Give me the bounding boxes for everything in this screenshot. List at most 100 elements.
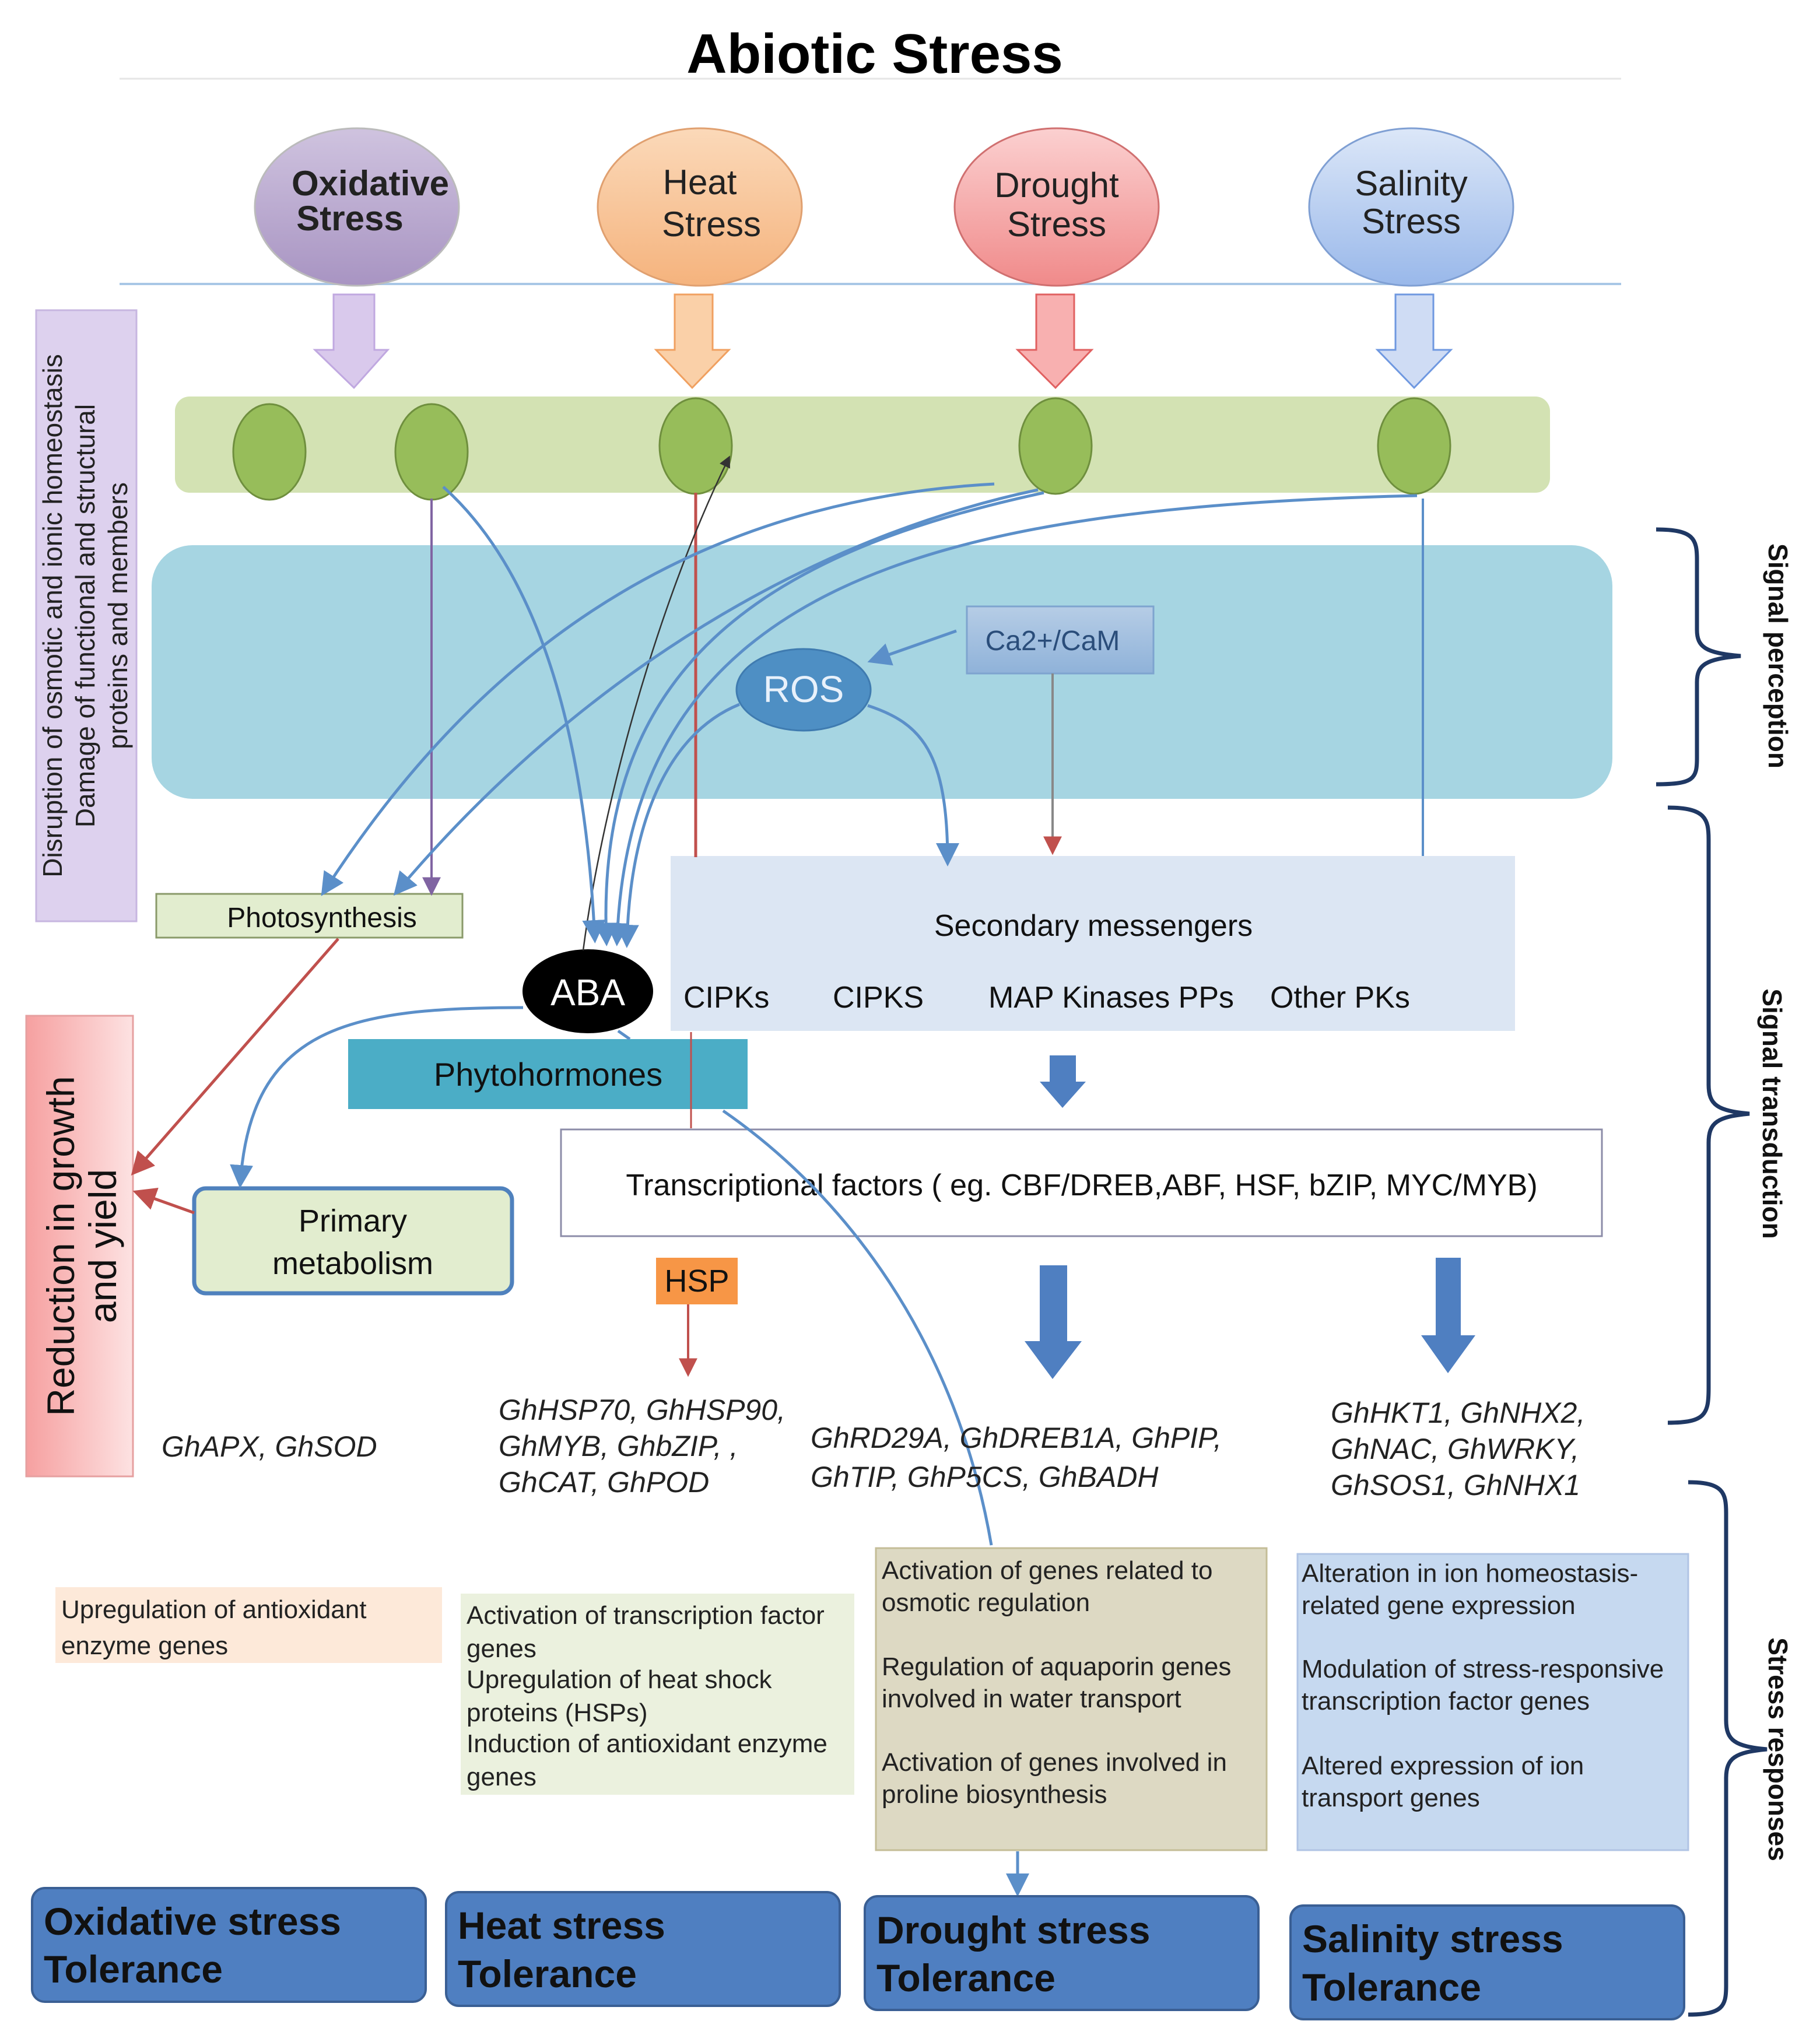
aba-to-metabolism-blue [230,1006,524,1188]
transcription-factors-label: Transcriptional factors ( eg. CBF/DREB,A… [626,1169,1537,1202]
drought-to-photosynthesis-blue [321,482,995,896]
svg-text:osmotic regulation: osmotic regulation [882,1588,1090,1617]
svg-text:Tolerance: Tolerance [458,1952,637,1995]
svg-text:Upregulation of heat shock: Upregulation of heat shock [467,1665,772,1694]
ros-label: ROS [763,668,844,710]
svg-text:Activation of transcription fa: Activation of transcription factor [467,1601,825,1630]
messengers-to-tf-arrow [1040,1055,1086,1108]
metabolism-to-reduction-red [132,1187,195,1215]
ros-to-messengers-blue [867,704,959,866]
phytohormones-label: Phytohormones [434,1056,662,1093]
drought-down-arrow [1015,293,1094,390]
svg-text:Heat: Heat [663,163,737,202]
svg-text:genes: genes [467,1763,536,1791]
response-oxidative-box [55,1587,442,1663]
response-heat-text: Activation of transcription factor genes… [467,1601,827,1791]
messenger-cipks-2: CIPKS [833,981,924,1015]
response-drought-box [875,1547,1268,1851]
transcription-factors-box [560,1128,1603,1237]
svg-text:Drought stress: Drought stress [876,1908,1150,1952]
side-label-transduction: Signal transduction [1757,988,1787,1238]
genes-drought: GhRD29A, GhDREB1A, GhPIP, GhTIP, GhP5CS,… [811,1422,1222,1493]
photosynthesis-label: Photosynthesis [227,903,417,934]
svg-text:GhCAT, GhPOD: GhCAT, GhPOD [499,1466,709,1499]
oxidative-down-arrow [313,293,390,390]
svg-text:Heat stress: Heat stress [458,1904,665,1947]
svg-text:Activation of genes involved i: Activation of genes involved in [882,1748,1227,1777]
phytohormones-to-drought-blue [617,1029,993,1546]
response-salinity-text: Alteration in ion homeostasis- related g… [1302,1559,1664,1812]
svg-text:Tolerance: Tolerance [44,1948,223,1991]
genes-salinity: GhHKT1, GhNHX2, GhNAC, GhWRKY, GhSOS1, G… [1331,1397,1585,1501]
phytohormones-box [348,1039,748,1109]
drought-to-aba-blue [594,491,1044,946]
svg-text:proline biosynthesis: proline biosynthesis [882,1780,1107,1809]
aba-node [522,949,653,1033]
svg-text:GhTIP, GhP5CS, GhBADH: GhTIP, GhP5CS, GhBADH [811,1461,1159,1493]
receptor-3 [658,397,733,495]
svg-text:transport genes: transport genes [1302,1784,1480,1812]
svg-text:Oxidative stress: Oxidative stress [44,1900,341,1943]
hsp-label: HSP [664,1264,729,1299]
salinity-to-aba-blue [606,494,1418,946]
svg-text:Salinity: Salinity [1355,164,1467,203]
heat-down-arrow [654,293,731,390]
receptor-5 [1377,397,1451,495]
svg-text:GhHKT1, GhNHX2,: GhHKT1, GhNHX2, [1331,1397,1585,1429]
brace-signal-perception [1656,527,1741,787]
calcium-box [966,605,1155,675]
svg-text:related gene expression: related gene expression [1302,1591,1576,1620]
tolerance-salinity: Salinity stress Tolerance [1289,1904,1685,2020]
messenger-cipks-1: CIPKs [683,981,769,1015]
primary-metabolism-line2: metabolism [272,1246,433,1281]
primary-metabolism-line1: Primary [299,1204,407,1238]
svg-text:Activation of genes related to: Activation of genes related to [882,1556,1212,1585]
tf-to-drought-genes-arrow [1025,1265,1082,1379]
tf-to-salinity-genes-arrow [1421,1258,1475,1373]
svg-text:Disruption of osmotic and ioni: Disruption of osmotic and ionic homeosta… [37,354,68,877]
receptor-1 [232,403,307,501]
reduction-growth-text: Reduction in growth and yield [39,1076,124,1416]
tolerance-heat: Heat stress Tolerance [445,1891,841,2007]
svg-text:Modulation of stress-responsiv: Modulation of stress-responsive [1302,1655,1664,1683]
svg-text:Tolerance: Tolerance [1302,1966,1481,2009]
svg-text:proteins and members: proteins and members [103,482,133,749]
photosynthesis-box [155,893,464,939]
brace-signal-transduction [1667,805,1750,1425]
reduction-growth-box [25,1015,134,1478]
svg-text:GhNAC, GhWRKY,: GhNAC, GhWRKY, [1331,1433,1579,1465]
photosynthesis-to-reduction-red [131,938,339,1176]
ros-to-aba-blue [615,703,740,948]
svg-text:GhRD29A, GhDREB1A, GhPIP,: GhRD29A, GhDREB1A, GhPIP, [811,1422,1222,1454]
stress-effects-text: Disruption of osmotic and ionic homeosta… [37,354,133,877]
svg-text:Stress: Stress [296,199,403,238]
salinity-down-arrow [1375,293,1453,390]
stress-drought: Drought Stress [953,127,1160,287]
calcium-label: Ca2+/CaM [986,626,1120,657]
stress-oxidative: Oxidative Stress [254,127,460,287]
drought-to-photosynthesis-blue-2 [393,488,1039,896]
svg-text:Drought: Drought [994,166,1119,205]
cytoplasm-region [152,545,1612,799]
svg-text:proteins (HSPs): proteins (HSPs) [467,1699,648,1727]
svg-text:Stress: Stress [662,205,761,244]
aba-label: ABA [550,971,625,1013]
response-oxidative-line1: Upregulation of antioxidant [61,1595,366,1624]
messenger-map-kinases: MAP Kinases PPs [988,981,1234,1015]
svg-text:Salinity stress: Salinity stress [1302,1917,1563,1960]
diagram-title: Abiotic Stress [686,23,1063,85]
svg-text:Alteration in ion homeostasis-: Alteration in ion homeostasis- [1302,1559,1638,1588]
primary-metabolism-box [192,1186,514,1296]
receptor2-to-aba-blue [442,486,606,943]
svg-text:genes: genes [467,1634,536,1663]
svg-text:GhMYB, GhbZIP, ,: GhMYB, GhbZIP, , [499,1430,738,1462]
svg-text:Stress: Stress [1007,205,1106,244]
svg-text:Altered expression of ion: Altered expression of ion [1302,1752,1584,1780]
cell-membrane [175,397,1550,493]
stress-salinity: Salinity Stress [1308,127,1514,287]
receptor-2 [394,403,469,501]
svg-text:and yield: and yield [81,1169,124,1323]
svg-text:transcription factor genes: transcription factor genes [1302,1687,1590,1715]
receptor-4 [1018,397,1093,495]
svg-text:GhHSP70, GhHSP90,: GhHSP70, GhHSP90, [499,1394,785,1426]
